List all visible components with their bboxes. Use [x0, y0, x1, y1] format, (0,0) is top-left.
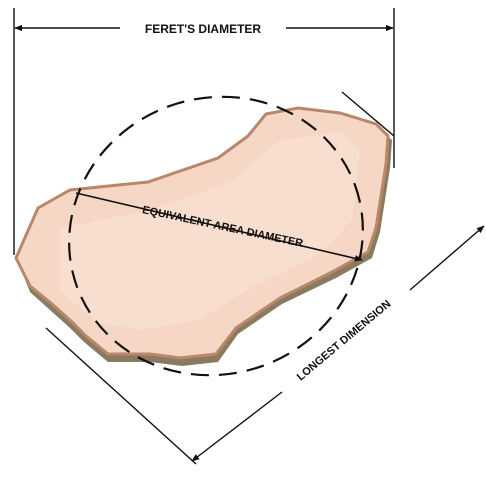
- longest-label: LONGEST DIMENSION: [295, 298, 394, 383]
- longest-arrow-lower: [192, 392, 282, 461]
- feret-label: FERET'S DIAMETER: [145, 22, 262, 36]
- particle-shape: [16, 108, 392, 366]
- longest-arrow-upper: [410, 226, 484, 290]
